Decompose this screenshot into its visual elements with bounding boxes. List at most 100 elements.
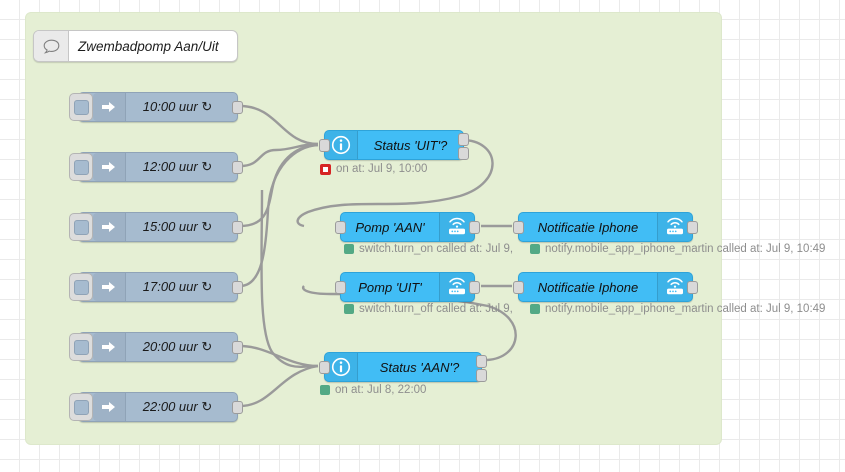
node-status-notificatie-iphone-1: notify.mobile_app_iphone_martin called a… bbox=[530, 243, 825, 255]
service-node-label: Pomp 'UIT' bbox=[358, 279, 422, 295]
state-node-label: Status 'AAN'? bbox=[379, 359, 460, 375]
output-port[interactable] bbox=[469, 221, 480, 234]
inject-arrow-icon bbox=[93, 153, 126, 181]
output-port[interactable] bbox=[232, 221, 243, 234]
status-green-square-icon bbox=[530, 304, 540, 314]
inject-arrow-icon bbox=[93, 333, 126, 361]
input-port[interactable] bbox=[319, 139, 330, 152]
inject-arrow-icon bbox=[93, 393, 126, 421]
output-port[interactable] bbox=[687, 221, 698, 234]
inject-node-label: 12:00 uur ↻ bbox=[142, 159, 213, 174]
service-node-label: Notificatie Iphone bbox=[537, 219, 639, 235]
service-node-label: Notificatie Iphone bbox=[537, 279, 639, 295]
status-red-square-icon bbox=[320, 163, 331, 175]
input-port[interactable] bbox=[319, 361, 330, 374]
output-port[interactable] bbox=[232, 401, 243, 414]
node-status-text: switch.turn_off called at: Jul 9, bbox=[359, 303, 513, 315]
inject-trigger-button[interactable] bbox=[69, 393, 93, 421]
router-glyph bbox=[449, 277, 465, 295]
status-green-square-icon bbox=[530, 244, 540, 254]
node-status-text: on at: Jul 8, 22:00 bbox=[335, 384, 427, 396]
node-status-text: notify.mobile_app_iphone_martin called a… bbox=[545, 303, 826, 315]
info-circle-glyph bbox=[331, 135, 351, 155]
service-node-pomp-uit[interactable]: Pomp 'UIT' bbox=[335, 272, 480, 302]
status-green-square-icon bbox=[344, 304, 354, 314]
inject-node-label: 15:00 uur ↻ bbox=[142, 219, 213, 234]
router-icon bbox=[439, 213, 474, 241]
output-port[interactable] bbox=[687, 281, 698, 294]
info-circle-glyph bbox=[331, 357, 351, 377]
inject-arrow-icon bbox=[93, 273, 126, 301]
input-port[interactable] bbox=[513, 281, 524, 294]
router-glyph bbox=[667, 217, 683, 235]
router-glyph bbox=[667, 277, 683, 295]
inject-trigger-button[interactable] bbox=[69, 213, 93, 241]
input-port[interactable] bbox=[513, 221, 524, 234]
inject-trigger-button[interactable] bbox=[69, 273, 93, 301]
state-node-status-aan[interactable]: Status 'AAN'? bbox=[319, 352, 487, 382]
inject-trigger-button[interactable] bbox=[69, 333, 93, 361]
output-port[interactable] bbox=[232, 281, 243, 294]
node-status-text: on at: Jul 9, 10:00 bbox=[336, 163, 428, 175]
info-circle-icon bbox=[325, 353, 358, 381]
node-status-status-aan: on at: Jul 8, 22:00 bbox=[320, 384, 426, 396]
service-node-label: Pomp 'AAN' bbox=[355, 219, 425, 235]
state-node-status-uit[interactable]: Status 'UIT'? bbox=[319, 130, 469, 160]
service-node-notificatie-iphone-2[interactable]: Notificatie Iphone bbox=[513, 272, 698, 302]
node-status-pomp-uit: switch.turn_off called at: Jul 9, bbox=[344, 303, 513, 315]
output-port[interactable] bbox=[232, 341, 243, 354]
inject-arrow-icon bbox=[93, 213, 126, 241]
repeat-icon: ↻ bbox=[201, 399, 213, 414]
comment-node-label: Zwembadpomp Aan/Uit bbox=[78, 38, 219, 54]
repeat-icon: ↻ bbox=[201, 219, 213, 234]
inject-node-label: 10:00 uur ↻ bbox=[142, 99, 213, 114]
inject-node-label: 22:00 uur ↻ bbox=[142, 399, 213, 414]
state-node-label: Status 'UIT'? bbox=[373, 137, 448, 153]
arrow-right-icon bbox=[102, 222, 115, 232]
output-port[interactable] bbox=[469, 281, 480, 294]
inject-node-2200[interactable]: 22:00 uur ↻ bbox=[69, 392, 243, 422]
input-port[interactable] bbox=[335, 281, 346, 294]
service-node-notificatie-iphone-1[interactable]: Notificatie Iphone bbox=[513, 212, 698, 242]
input-port[interactable] bbox=[335, 221, 346, 234]
inject-trigger-button[interactable] bbox=[69, 93, 93, 121]
router-glyph bbox=[449, 217, 465, 235]
router-icon bbox=[657, 273, 692, 301]
output-port-1[interactable] bbox=[476, 355, 487, 368]
service-node-pomp-aan[interactable]: Pomp 'AAN' bbox=[335, 212, 480, 242]
status-green-square-icon bbox=[344, 244, 354, 254]
inject-node-1200[interactable]: 12:00 uur ↻ bbox=[69, 152, 243, 182]
repeat-icon: ↻ bbox=[201, 279, 213, 294]
arrow-right-icon bbox=[102, 402, 115, 412]
node-status-text: notify.mobile_app_iphone_martin called a… bbox=[545, 243, 826, 255]
arrow-right-icon bbox=[102, 162, 115, 172]
arrow-right-icon bbox=[102, 282, 115, 292]
router-icon bbox=[657, 213, 692, 241]
comment-bubble-icon bbox=[43, 39, 59, 54]
output-port[interactable] bbox=[232, 161, 243, 174]
inject-node-1000[interactable]: 10:00 uur ↻ bbox=[69, 92, 243, 122]
inject-arrow-icon bbox=[93, 93, 126, 121]
inject-node-1500[interactable]: 15:00 uur ↻ bbox=[69, 212, 243, 242]
comment-node[interactable]: Zwembadpomp Aan/Uit bbox=[33, 30, 238, 62]
router-icon bbox=[439, 273, 474, 301]
repeat-icon: ↻ bbox=[201, 159, 213, 174]
info-circle-icon bbox=[325, 131, 358, 159]
output-port-1[interactable] bbox=[458, 133, 469, 146]
output-port[interactable] bbox=[232, 101, 243, 114]
node-status-notificatie-iphone-2: notify.mobile_app_iphone_martin called a… bbox=[530, 303, 825, 315]
inject-node-1700[interactable]: 17:00 uur ↻ bbox=[69, 272, 243, 302]
arrow-right-icon bbox=[102, 102, 115, 112]
inject-node-2000[interactable]: 20:00 uur ↻ bbox=[69, 332, 243, 362]
inject-trigger-button[interactable] bbox=[69, 153, 93, 181]
status-green-square-icon bbox=[320, 385, 330, 395]
repeat-icon: ↻ bbox=[201, 99, 213, 114]
output-port-2[interactable] bbox=[476, 369, 487, 382]
node-status-text: switch.turn_on called at: Jul 9, bbox=[359, 243, 514, 255]
arrow-right-icon bbox=[102, 342, 115, 352]
output-port-2[interactable] bbox=[458, 147, 469, 160]
comment-icon bbox=[34, 31, 69, 61]
node-status-status-uit: on at: Jul 9, 10:00 bbox=[320, 163, 427, 175]
inject-node-label: 20:00 uur ↻ bbox=[142, 339, 213, 354]
